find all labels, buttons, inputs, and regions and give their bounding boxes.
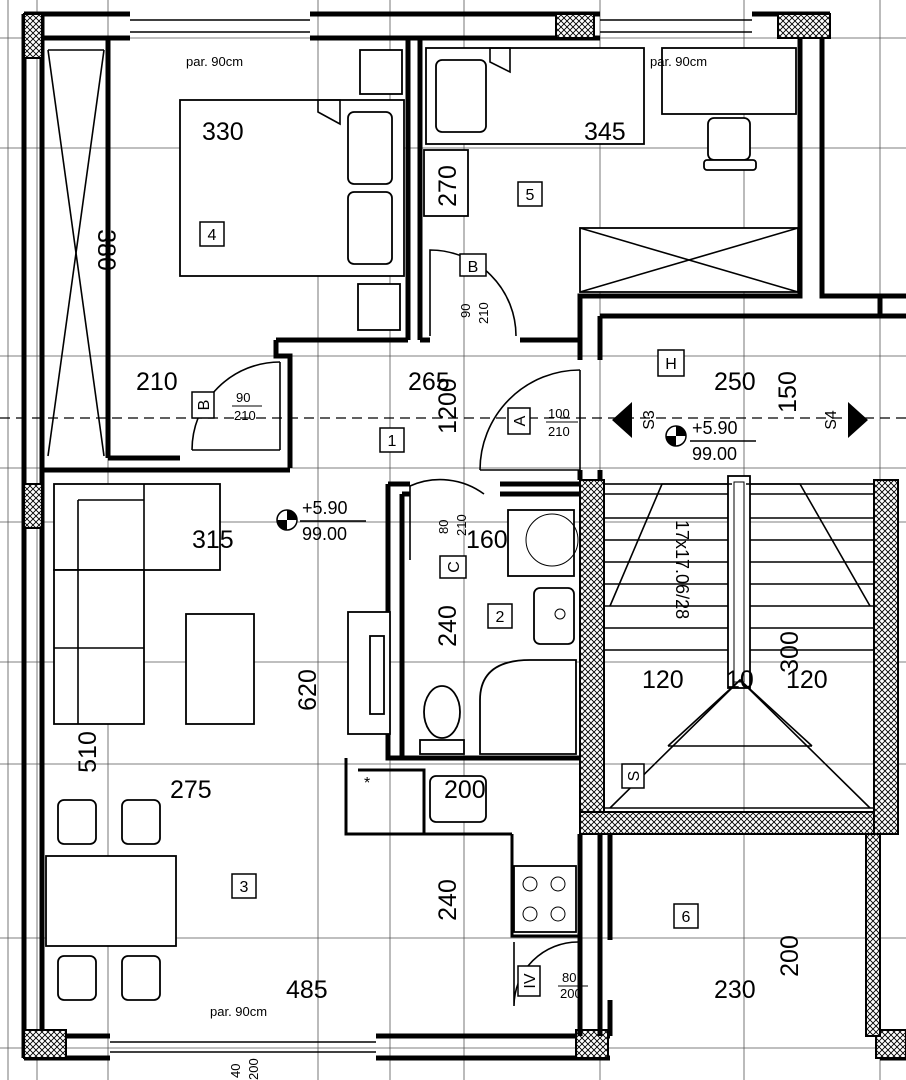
kitchen-star-note: *	[364, 775, 370, 792]
room5-furniture	[423, 47, 799, 293]
dim-240-bath: 240	[434, 605, 462, 647]
parapet-note-bottom: par. 90cm	[210, 1004, 267, 1019]
doorA-width: 100	[548, 406, 570, 421]
room-labels: 1 2 3 4 5 6 H	[199, 181, 699, 929]
dim-10: 10	[726, 666, 754, 694]
section-markers	[612, 402, 868, 438]
bathroom-fixtures	[419, 509, 579, 755]
stair-label: 17x17.06/28	[672, 520, 692, 619]
room-3-number: 3	[240, 879, 249, 896]
dim-345: 345	[584, 118, 626, 146]
doorIV-height: 200	[560, 986, 582, 1001]
level-marker-1	[276, 509, 366, 531]
level-2-bottom: 99.00	[692, 444, 737, 464]
dim-200-room6: 200	[776, 935, 804, 977]
room-6-number: 6	[682, 909, 691, 926]
doorIV-width: 80	[562, 970, 576, 985]
level-1-top: +5.90	[302, 498, 348, 518]
stair-tag-s: S	[626, 771, 643, 782]
parapet-note-top-right: par. 90cm	[650, 54, 707, 69]
dim-120-right: 120	[786, 666, 828, 694]
parapet-note-top-left: par. 90cm	[186, 54, 243, 69]
dim-275: 275	[170, 776, 212, 804]
dim-150: 150	[774, 371, 802, 413]
level-1-bottom: 99.00	[302, 524, 347, 544]
door-dimensions: 90 210 90 210 100 210 80 210 80 200 40 2…	[228, 302, 588, 1080]
door-tag-a: A	[512, 415, 529, 426]
doorA-height: 210	[548, 424, 570, 439]
section-label-s3: S3	[641, 410, 658, 430]
room-4-number: 4	[208, 227, 217, 244]
dim-120-left: 120	[642, 666, 684, 694]
door4-width: 90	[236, 390, 250, 405]
door-tag-b-room5: B	[468, 259, 479, 276]
dim-380: 380	[92, 229, 120, 271]
dim-300: 300	[776, 631, 804, 673]
dim-40-bottom: 40	[228, 1064, 243, 1078]
section-label-s4: S4	[823, 410, 840, 430]
dim-210: 210	[136, 368, 178, 396]
room-h-number: H	[665, 356, 677, 373]
dim-240-kitchen: 240	[434, 879, 462, 921]
living-furniture	[45, 483, 391, 1001]
doorC-width: 80	[436, 520, 451, 534]
dim-315: 315	[192, 526, 234, 554]
kitchen-fixtures	[429, 775, 577, 933]
dim-200-bottom: 200	[246, 1058, 261, 1080]
dim-485: 485	[286, 976, 328, 1004]
room-1-number: 1	[388, 433, 397, 450]
room-5-number: 5	[526, 187, 535, 204]
dim-160: 160	[466, 526, 508, 554]
door5-width: 90	[458, 304, 473, 318]
staircase	[603, 475, 875, 813]
dim-620: 620	[294, 669, 322, 711]
dim-200-kitchen: 200	[444, 776, 486, 804]
door-tag-b-room4: B	[196, 400, 213, 411]
dim-270: 270	[434, 165, 462, 207]
dim-1200: 1200	[434, 378, 462, 434]
interior-walls	[42, 38, 906, 1036]
door-swings	[191, 249, 581, 1007]
dim-250: 250	[714, 368, 756, 396]
door5-height: 210	[476, 302, 491, 324]
level-2-top: +5.90	[692, 418, 738, 438]
dim-265: 265	[408, 368, 450, 396]
room-2-number: 2	[496, 609, 505, 626]
doorC-height: 210	[454, 514, 469, 536]
door-tag-c: C	[446, 561, 463, 573]
dim-510: 510	[74, 731, 102, 773]
door4-height: 210	[234, 408, 256, 423]
door-tag-iv: IV	[522, 973, 539, 988]
dimensions: 330 345 210 265 250 315 160 120 10 120 2…	[74, 118, 828, 1004]
door-tags: B B A C IV S	[191, 253, 645, 997]
level-marker-2	[665, 425, 756, 447]
dim-330: 330	[202, 118, 244, 146]
concrete-columns	[23, 13, 906, 1059]
dim-230: 230	[714, 976, 756, 1004]
